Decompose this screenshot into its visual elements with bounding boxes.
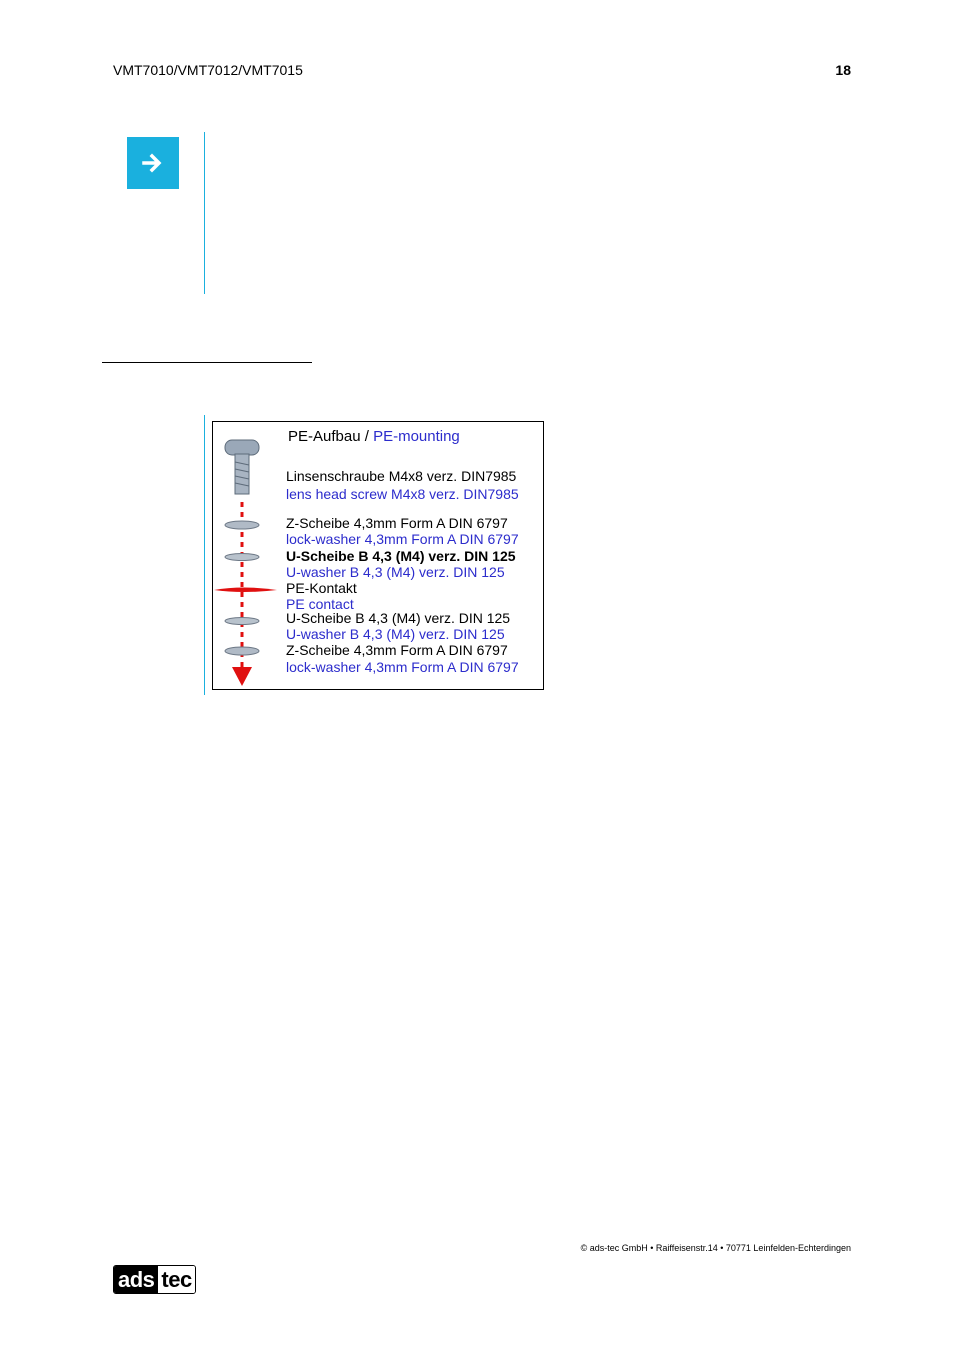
figure-side-bar [204,415,205,695]
section-divider [102,362,312,363]
note-arrow-box [127,137,179,189]
figure-title-en: PE-mounting [373,428,460,445]
part-label-de: Z-Scheibe 4,3mm Form A DIN 6797 [286,515,508,531]
part-label-en: U-washer B 4,3 (M4) verz. DIN 125 [286,564,505,580]
logo-text-tec: tec [158,1266,195,1293]
document-model-header: VMT7010/VMT7012/VMT7015 [113,62,303,78]
part-label-en: U-washer B 4,3 (M4) verz. DIN 125 [286,626,505,642]
page-number: 18 [835,62,851,78]
part-label-en: PE contact [286,596,354,612]
part-label-en: lens head screw M4x8 verz. DIN7985 [286,486,519,502]
figure-title-sep: / [360,428,374,445]
pe-mounting-figure: PE-Aufbau / PE-mounting Linsenschraube M… [212,421,544,690]
part-label-en: lock-washer 4,3mm Form A DIN 6797 [286,531,519,547]
part-label-de: U-Scheibe B 4,3 (M4) verz. DIN 125 [286,610,511,626]
part-label-de: U-Scheibe B 4,3 (M4) verz. DIN 125 [286,548,516,564]
part-label-de: PE-Kontakt [286,580,357,596]
logo-text-ads: ads [114,1266,159,1293]
note-side-bar [204,132,205,294]
arrow-right-icon [142,153,162,173]
figure-title-de: PE-Aufbau [288,428,361,445]
part-label-de: Linsenschraube M4x8 verz. DIN7985 [286,468,517,484]
footer-address: © ads-tec GmbH • Raiffeisenstr.14 • 7077… [580,1243,851,1253]
part-label-en: lock-washer 4,3mm Form A DIN 6797 [286,659,519,675]
part-label-de: Z-Scheibe 4,3mm Form A DIN 6797 [286,642,508,658]
pe-assembly-illustration [214,439,277,686]
figure-title: PE-Aufbau / PE-mounting [288,428,460,445]
